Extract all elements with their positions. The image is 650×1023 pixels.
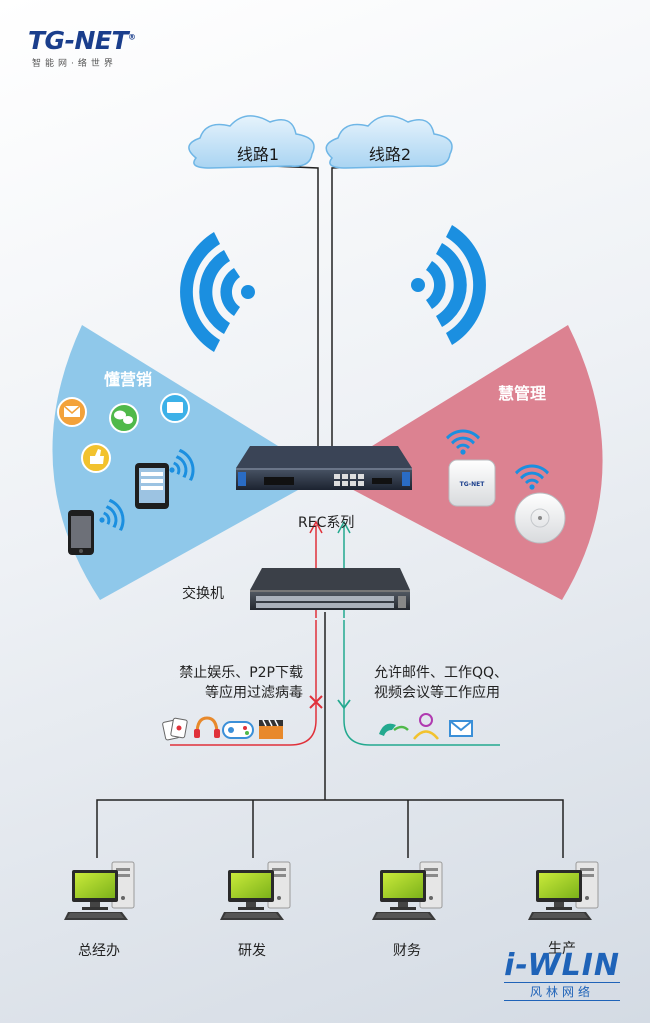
network-switch bbox=[250, 568, 410, 610]
blocked-cross-icon bbox=[309, 695, 323, 709]
wireless-ap-round bbox=[514, 492, 566, 544]
wifi-signal-left-icon bbox=[180, 232, 255, 352]
management-title: 慧管理 bbox=[498, 384, 547, 403]
block-policy-line-2: 等应用过滤病毒 bbox=[205, 685, 303, 701]
allow-policy-line-2: 视频会议等工作应用 bbox=[374, 685, 500, 701]
block-policy-text: 禁止娱乐、P2P下载 等应用过滤病毒 bbox=[103, 663, 303, 703]
blocked-uplink-arrowhead bbox=[309, 520, 323, 534]
dept-general-office: 总经办 bbox=[78, 943, 120, 959]
pc-production-icon bbox=[527, 861, 599, 921]
marketing-title: 懂营销 bbox=[104, 370, 153, 389]
pc-rd-icon bbox=[219, 861, 291, 921]
watermark-sub: 风林网络 bbox=[504, 982, 620, 1001]
pc-finance-icon bbox=[371, 861, 443, 921]
brand-name: TG-NET bbox=[28, 26, 129, 55]
brand-tagline: 智能网·络世界 bbox=[32, 59, 117, 69]
rec-router bbox=[236, 446, 412, 490]
allowed-flow-line bbox=[343, 620, 500, 746]
dept-rd: 研发 bbox=[238, 943, 266, 959]
wan-line-1 bbox=[247, 164, 319, 450]
poker-game-icon bbox=[162, 717, 188, 741]
ap-logo-text: TG-NET bbox=[460, 481, 486, 488]
allowed-arrow-icon bbox=[337, 699, 351, 710]
cloud-line-2: 线路2 bbox=[325, 115, 453, 169]
smartphone-icon bbox=[68, 510, 94, 555]
wechat-app-icon bbox=[109, 403, 139, 433]
wifi-signal-right-icon bbox=[411, 225, 486, 345]
dept-finance: 财务 bbox=[393, 943, 421, 959]
headphones-icon bbox=[194, 716, 220, 738]
brand-logo: TG-NET® 智能网·络世界 bbox=[28, 26, 136, 69]
allow-policy-line-1: 允许邮件、工作QQ、 bbox=[374, 665, 509, 681]
switch-label: 交换机 bbox=[182, 586, 224, 602]
qq-contact-icon bbox=[413, 713, 439, 740]
allowed-uplink-arrowhead bbox=[337, 520, 351, 534]
pc-general-office-icon bbox=[63, 861, 135, 921]
tablet-icon bbox=[135, 463, 169, 509]
cloud-line-1: 线路1 bbox=[188, 115, 315, 169]
wireless-ap-square: TG-NET bbox=[448, 459, 496, 507]
watermark-main: i-WLIN bbox=[504, 948, 620, 983]
watermark: i-WLIN 风林网络 bbox=[504, 950, 620, 1001]
web-app-icon bbox=[160, 393, 190, 423]
marketing-fan bbox=[52, 325, 326, 600]
blocked-flow-line bbox=[170, 620, 317, 746]
video-clapper-icon bbox=[259, 719, 283, 739]
cloud-label-1: 线路1 bbox=[237, 145, 279, 164]
gamepad-icon bbox=[222, 721, 254, 739]
allow-policy-text: 允许邮件、工作QQ、 视频会议等工作应用 bbox=[374, 663, 594, 703]
mail-envelope-icon bbox=[449, 720, 473, 737]
router-label: REC系列 bbox=[298, 515, 355, 531]
thumbs-up-app-icon bbox=[81, 443, 111, 473]
lan-bus bbox=[96, 799, 564, 858]
registered-mark: ® bbox=[128, 32, 136, 42]
cloud-label-2: 线路2 bbox=[369, 145, 411, 164]
block-policy-line-1: 禁止娱乐、P2P下载 bbox=[179, 665, 303, 681]
email-app-icon bbox=[57, 397, 87, 427]
wan-line-2 bbox=[331, 164, 399, 450]
phone-call-icon bbox=[379, 723, 409, 736]
dept-production: 生产 bbox=[548, 941, 576, 957]
